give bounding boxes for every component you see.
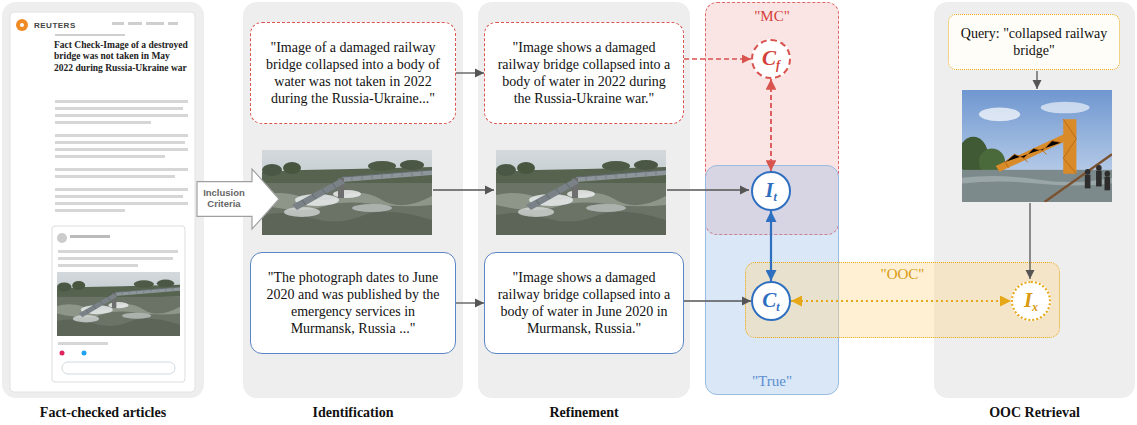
panel-title: Identification xyxy=(313,405,394,420)
node-text: Query: "collapsed railway bridge" xyxy=(957,25,1111,59)
node-text: Cf xyxy=(762,48,780,71)
connector xyxy=(791,300,1011,302)
panel-title: OOC Retrieval xyxy=(989,405,1080,420)
claim-box: "The photograph dates to June 2020 and w… xyxy=(250,252,456,354)
label-holder: REUTERS xyxy=(34,21,114,30)
connector xyxy=(684,58,751,60)
region-label: "OOC" xyxy=(881,266,925,282)
node-text: Inclusion Criteria xyxy=(196,188,252,210)
region-label: "True" xyxy=(752,373,792,390)
node-text: It xyxy=(765,180,777,203)
node-circle: Ct xyxy=(751,281,791,321)
node-text: "Image shows a damaged railway bridge co… xyxy=(493,269,675,337)
node-text: Ct xyxy=(762,290,779,313)
image-arrows xyxy=(433,71,1037,279)
connector xyxy=(456,72,484,73)
bridge-photo xyxy=(262,150,432,235)
panel-title-holder: Refinement xyxy=(478,403,690,421)
node-circle: Ix xyxy=(1011,281,1051,321)
panel-title: Refinement xyxy=(549,405,618,420)
bridge-photo xyxy=(496,150,666,235)
inclusion-arrow: Inclusion Criteria xyxy=(196,168,280,230)
claim-box: "Image of a damaged railway bridge colla… xyxy=(250,22,456,124)
article-headline: Fact Check-Image of a destroyed bridge w… xyxy=(54,40,190,74)
node-text: "Image shows a damaged railway bridge co… xyxy=(493,39,675,107)
label-holder: Fact Check-Image of a destroyed bridge w… xyxy=(54,40,190,74)
connector xyxy=(770,79,772,171)
connector xyxy=(456,302,484,303)
query-box: Query: "collapsed railway bridge" xyxy=(948,14,1120,70)
article-screenshot xyxy=(10,12,195,392)
node-circle: It xyxy=(751,171,791,211)
claim-box: "Image shows a damaged railway bridge co… xyxy=(484,252,684,354)
connector xyxy=(770,211,772,281)
panel-title-holder: Fact-checked articles xyxy=(2,403,204,421)
retrieved-photo xyxy=(958,90,1112,202)
node-circle: Cf xyxy=(751,39,791,79)
node-text: "Image of a damaged railway bridge colla… xyxy=(259,39,447,107)
panel-title-holder: Identification xyxy=(243,403,463,421)
connector xyxy=(684,300,751,301)
panel-title: Fact-checked articles xyxy=(40,405,166,420)
node-text: Ix xyxy=(1024,290,1038,313)
logo-text: REUTERS xyxy=(34,21,114,30)
panel-title-holder: OOC Retrieval xyxy=(934,403,1135,421)
node-text: "The photograph dates to June 2020 and w… xyxy=(259,269,447,337)
claim-box: "Image shows a damaged railway bridge co… xyxy=(484,22,684,124)
region-label: "MC" xyxy=(754,8,790,24)
